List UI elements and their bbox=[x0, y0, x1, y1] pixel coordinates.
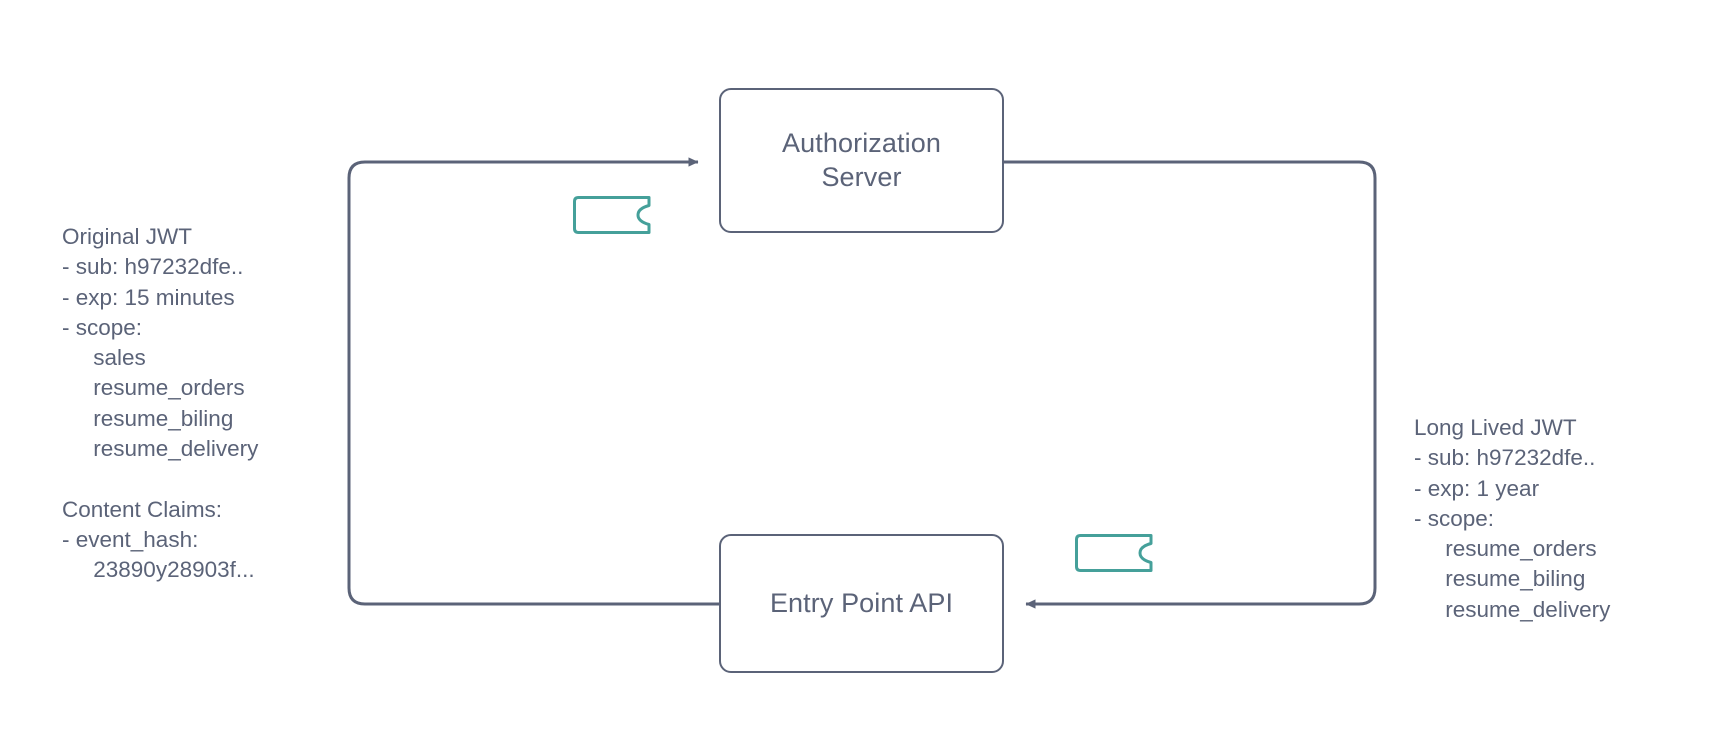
node-authorization-server[interactable]: Authorization Server bbox=[719, 88, 1004, 233]
connector-entry-to-auth bbox=[347, 157, 719, 606]
node-authorization-server-label: Authorization Server bbox=[782, 127, 941, 192]
annotation-long-lived-jwt: Long Lived JWT - sub: h97232dfe.. - exp:… bbox=[1414, 415, 1611, 622]
node-entry-point-api[interactable]: Entry Point API bbox=[719, 534, 1004, 673]
connector-auth-to-entry bbox=[1004, 160, 1377, 609]
ticket-icon-original-jwt bbox=[573, 196, 651, 234]
annotation-original-jwt: Original JWT - sub: h97232dfe.. - exp: 1… bbox=[62, 224, 259, 583]
ticket-icon-long-lived-jwt bbox=[1075, 534, 1153, 572]
node-entry-point-api-label: Entry Point API bbox=[769, 587, 954, 618]
